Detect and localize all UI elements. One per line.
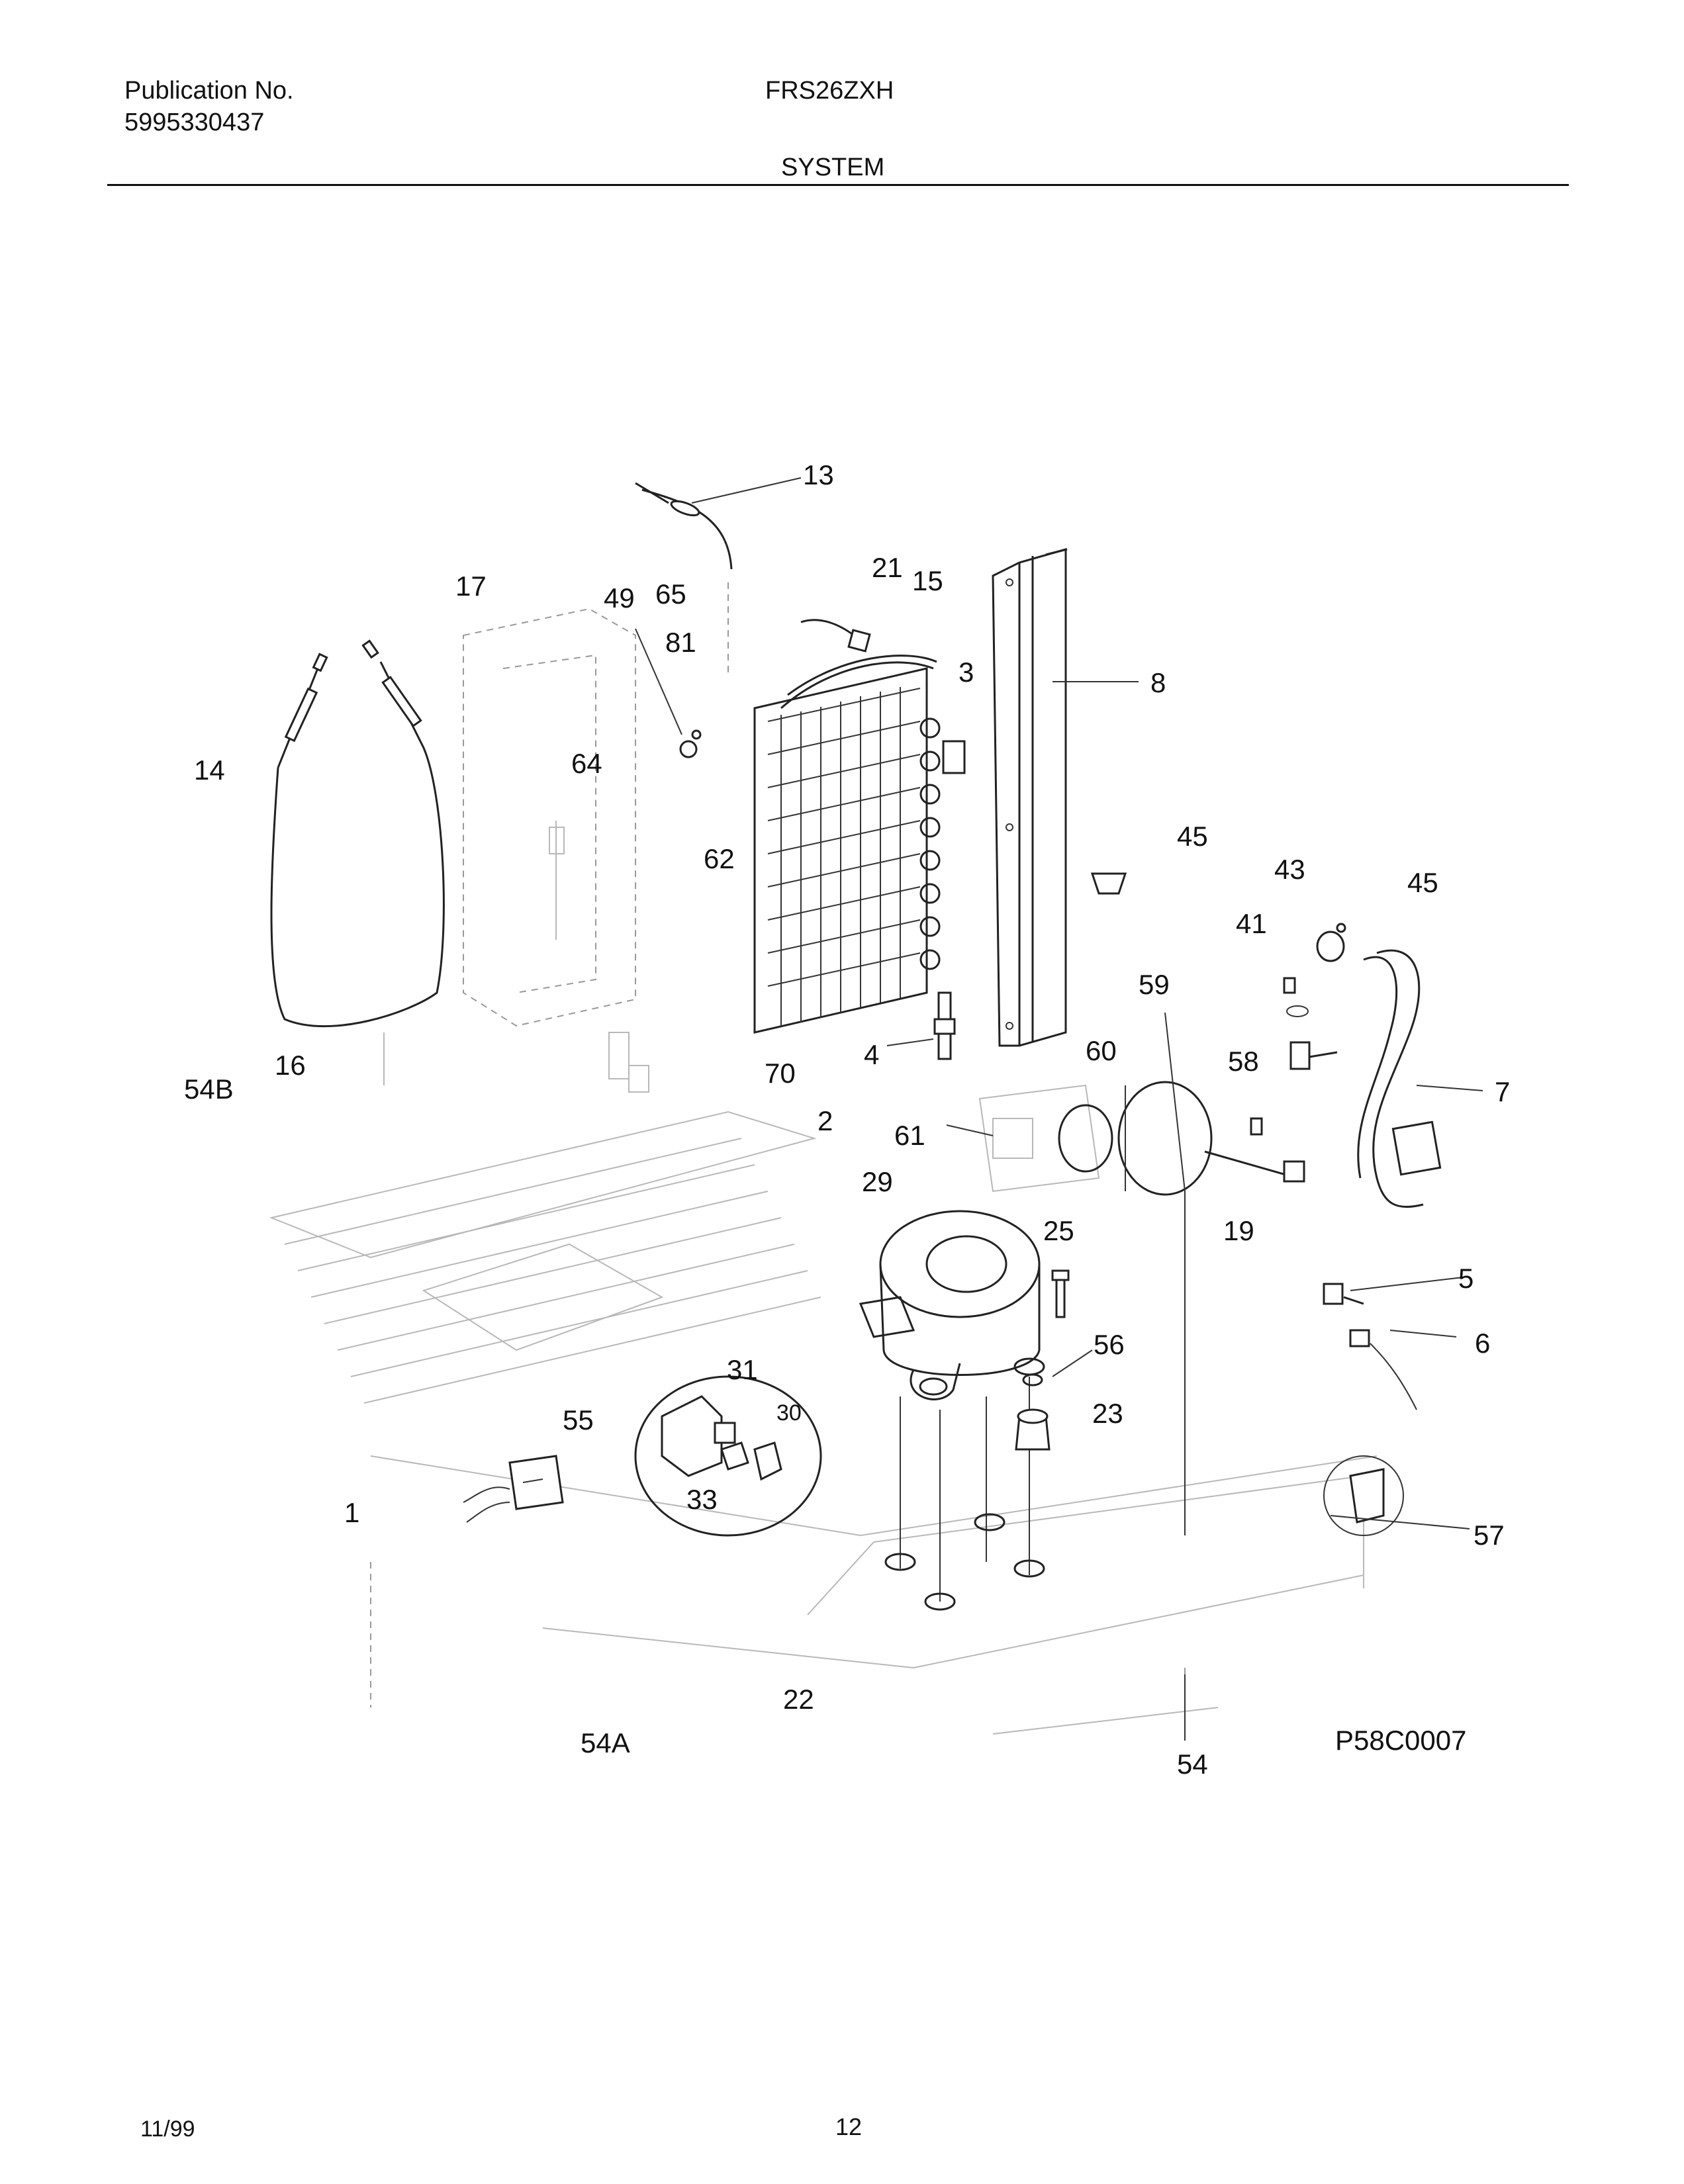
drain-fitting-parts — [1323, 1283, 1417, 1410]
header-rule — [107, 184, 1569, 186]
callout-65: 65 — [655, 578, 686, 610]
callout-leaders — [635, 477, 1483, 1741]
relay-detail-inset — [634, 1375, 822, 1537]
callout-15: 15 — [912, 565, 943, 596]
diagram-code: P58C0007 — [1335, 1725, 1467, 1756]
relay-1-part — [463, 1455, 564, 1523]
side-rail-part — [992, 548, 1068, 1047]
compressor-part — [859, 1210, 1045, 1611]
grommet-45-part — [1090, 872, 1127, 895]
callout-55: 55 — [563, 1404, 594, 1435]
bolt-25-part — [1051, 1269, 1070, 1318]
callout-7: 7 — [1495, 1076, 1510, 1107]
callout-4: 4 — [864, 1039, 879, 1070]
callout-45-right: 45 — [1407, 867, 1438, 898]
block-3-part — [942, 740, 966, 774]
callout-1: 1 — [344, 1497, 359, 1528]
bracket-81-part — [679, 729, 702, 758]
callout-13: 13 — [803, 459, 834, 490]
callout-2: 2 — [818, 1105, 833, 1136]
evaporator-housing-outline — [463, 608, 649, 1093]
callout-22: 22 — [783, 1684, 814, 1715]
callout-54b: 54B — [184, 1073, 234, 1105]
callout-81: 81 — [665, 627, 696, 658]
callout-70: 70 — [765, 1058, 796, 1089]
callout-45-upper: 45 — [1177, 821, 1208, 852]
callout-3: 3 — [959, 657, 974, 688]
rod-59-part — [1164, 1012, 1186, 1535]
callout-33: 33 — [686, 1484, 718, 1515]
callout-14: 14 — [194, 754, 225, 786]
callout-16: 16 — [275, 1050, 306, 1081]
callout-21: 21 — [872, 552, 903, 583]
clip-21-part — [800, 619, 871, 653]
callout-8: 8 — [1150, 667, 1166, 698]
callout-61: 61 — [894, 1120, 925, 1151]
heater-loop-part — [270, 639, 445, 1028]
fitting-4-part — [933, 991, 956, 1060]
callout-25: 25 — [1043, 1215, 1074, 1246]
grommet-23-part — [1015, 1373, 1051, 1451]
callout-60: 60 — [1086, 1035, 1117, 1066]
fan-motor-part — [978, 1081, 1305, 1196]
callout-54a: 54A — [581, 1727, 630, 1758]
publication-label: Publication No. — [124, 77, 294, 105]
publication-number: 5995330437 — [124, 109, 265, 136]
capillary-tube-part — [635, 482, 733, 675]
callout-6: 6 — [1475, 1328, 1490, 1359]
callout-64: 64 — [571, 748, 602, 779]
drain-tube-part — [1357, 949, 1442, 1208]
callout-54: 54 — [1177, 1749, 1208, 1780]
callout-labels: 13 17 49 65 21 15 81 3 8 14 64 62 45 43 … — [184, 459, 1510, 1780]
callout-19: 19 — [1223, 1215, 1254, 1246]
callout-41: 41 — [1236, 908, 1267, 939]
callout-31: 31 — [727, 1354, 758, 1385]
footer-date: 11/99 — [140, 2116, 195, 2142]
callout-23: 23 — [1092, 1398, 1123, 1429]
callout-59: 59 — [1139, 969, 1170, 1000]
callout-43: 43 — [1274, 854, 1305, 885]
page-number: 12 — [835, 2113, 863, 2140]
callout-17: 17 — [455, 570, 487, 602]
callout-57: 57 — [1474, 1520, 1505, 1551]
callout-56: 56 — [1094, 1329, 1125, 1360]
callout-5: 5 — [1458, 1263, 1474, 1294]
section-title: SYSTEM — [781, 154, 885, 181]
detail-57-callout — [1323, 1455, 1404, 1536]
callout-62: 62 — [704, 843, 735, 874]
model-number: FRS26ZXH — [765, 77, 894, 105]
callout-49: 49 — [604, 582, 635, 614]
callout-58: 58 — [1228, 1046, 1259, 1077]
condenser-coil-part — [753, 655, 941, 1034]
relay-bracket-parts — [1283, 923, 1346, 1070]
screw-58-part — [1250, 1117, 1263, 1136]
callout-30: 30 — [776, 1400, 802, 1426]
callout-29: 29 — [862, 1166, 893, 1197]
